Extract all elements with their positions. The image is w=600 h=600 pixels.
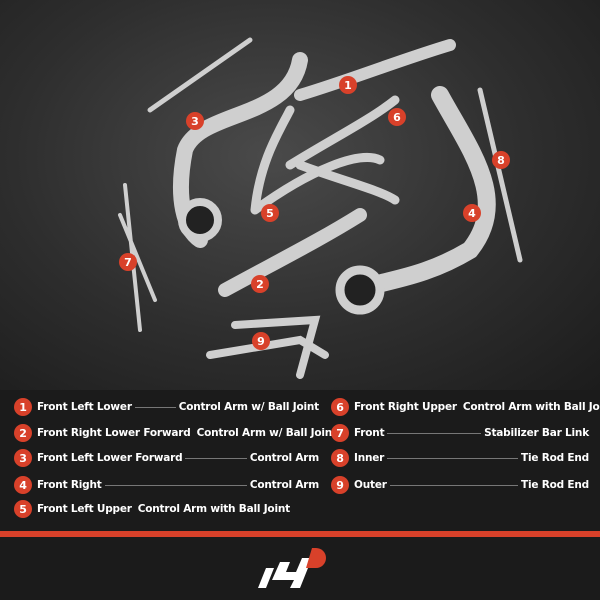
badge-1: 1 [339,76,357,94]
divider [387,432,482,434]
legend-position: Inner [354,452,385,464]
legend-number: 8 [331,449,349,467]
arm-5 [250,105,385,215]
legend-item: 3 Front Left Lower Forward Control Arm [14,449,319,467]
legend-number: 6 [331,398,349,416]
badge-7: 7 [119,253,137,271]
badge-4: 4 [463,204,481,222]
divider [134,406,176,408]
product-photo: 1 2 3 4 5 6 7 8 9 [0,0,600,390]
legend-number: 4 [14,476,32,494]
legend-number: 5 [14,500,32,518]
legend-part: Control Arm [249,479,319,491]
arm-6 [285,95,400,205]
arm-1 [294,39,456,101]
legend-item: 4 Front Right Control Arm [14,476,319,494]
legend-position: Front Left Upper [37,503,132,515]
legend-item: 6 Front Right Upper Control Arm with Ball … [331,398,600,416]
divider [387,457,519,459]
brand-logo-icon [250,548,340,594]
legend-part: Tie Rod End [521,479,589,491]
legend-position: Front Right Lower Forward [37,427,191,439]
legend-part: Control Arm with Ball Joint [137,503,290,515]
arm-4 [351,86,496,299]
legend-item: 7 Front Stabilizer Bar Link [331,424,589,442]
legend-number: 3 [14,449,32,467]
legend-item: 8 Inner Tie Rod End [331,449,589,467]
legend-number: 9 [331,476,349,494]
legend-item: 2 Front Right Lower Forward Control Arm w/… [14,424,337,442]
legend-item: 5 Front Left Upper Control Arm with Ball J… [14,500,290,518]
legend-position: Front Left Lower Forward [37,452,183,464]
tie-rod-left [147,37,253,113]
badge-5: 5 [261,204,279,222]
legend-position: Front Right Upper [354,401,457,413]
legend-part: Stabilizer Bar Link [484,427,589,439]
divider [104,484,247,486]
legend-position: Front [354,427,385,439]
divider [185,457,247,459]
legend-number: 1 [14,398,32,416]
legend-position: Front Left Lower [37,401,132,413]
legend-part: Control Arm w/ Ball Joint [178,401,320,413]
legend-part: Control Arm w/ Ball Joint [196,427,338,439]
divider [389,484,519,486]
legend-item: 9 Outer Tie Rod End [331,476,589,494]
badge-3: 3 [186,112,204,130]
badge-9: 9 [252,332,270,350]
legend-position: Front Right [37,479,102,491]
tie-rod-8 [477,87,523,263]
arm-2 [218,208,367,297]
parts-illustration [118,37,523,379]
legend-part: Control Arm [249,452,319,464]
badge-8: 8 [492,151,510,169]
badge-2: 2 [251,275,269,293]
legend-number: 7 [331,424,349,442]
legend-part: Tie Rod End [521,452,589,464]
legend-item: 1 Front Left Lower Control Arm w/ Ball Joi… [14,398,319,416]
legend-number: 2 [14,424,32,442]
accent-divider [0,531,600,537]
legend-part: Control Arm with Ball Joint [462,401,600,413]
badge-6: 6 [388,108,406,126]
tie-rod-ends-9 [206,315,329,379]
legend-position: Outer [354,479,387,491]
